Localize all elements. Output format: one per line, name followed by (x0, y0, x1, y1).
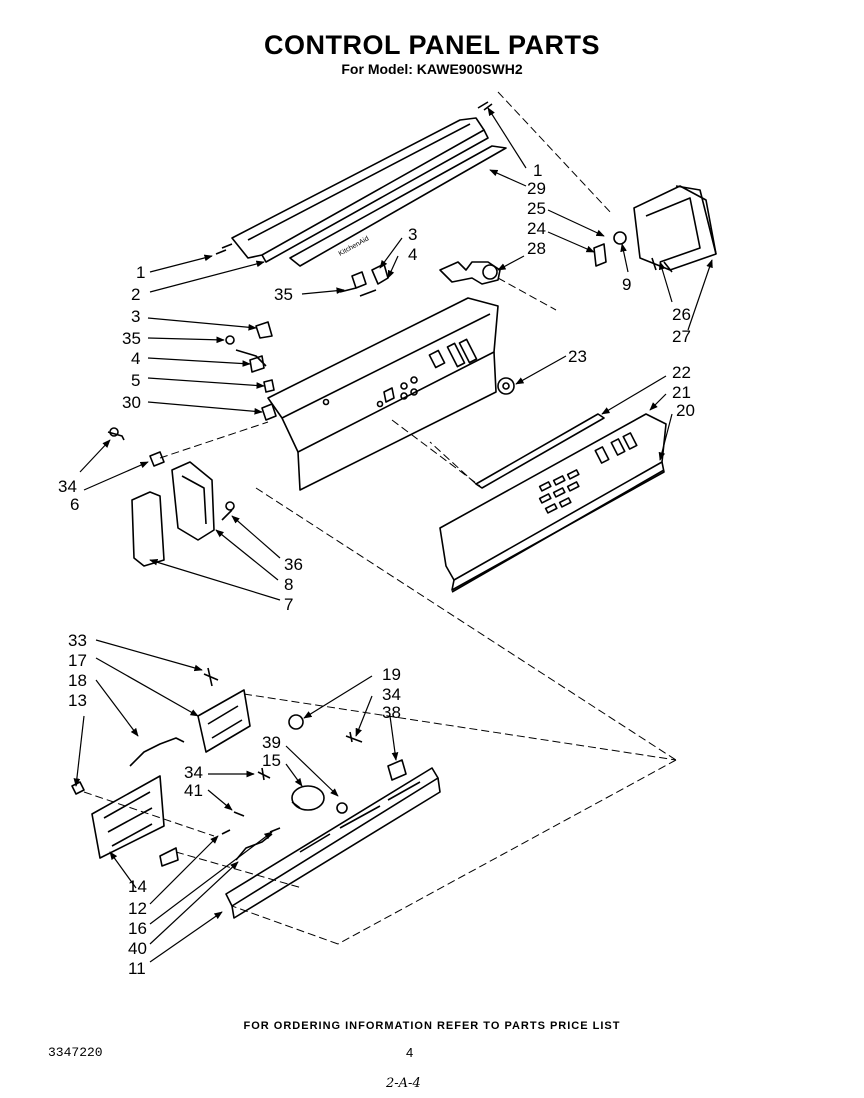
harness-lamp-socket (439, 261, 501, 285)
callout-number: 30 (122, 393, 141, 412)
callout-number: 11 (128, 959, 146, 978)
callout-number: 35 (274, 285, 293, 304)
screw-34-right (345, 731, 363, 743)
lamp-socket (221, 827, 281, 835)
callout-number: 22 (672, 363, 691, 382)
end-cap-left (131, 461, 235, 567)
document-number: 3347220 (48, 1045, 103, 1060)
callout-number: 28 (527, 239, 546, 258)
callout-number: 20 (676, 401, 695, 420)
callout-number: 8 (284, 575, 293, 594)
callout-number: 14 (128, 877, 147, 896)
callout-number: 39 (262, 733, 281, 752)
callout-number: 18 (68, 671, 87, 690)
selector-knob (497, 377, 515, 395)
callout-number: 27 (672, 327, 691, 346)
end-pin-right (477, 101, 493, 111)
callout-number: 33 (68, 631, 87, 650)
callout-leaders (73, 107, 713, 963)
top-trim-cap (231, 117, 489, 263)
callout-number: 21 (672, 383, 691, 402)
callout-number: 6 (70, 495, 79, 514)
callout-number: 34 (184, 763, 203, 782)
screw-34-lower (257, 767, 271, 781)
wire-jumper (129, 737, 185, 767)
callout-number: 3 (131, 307, 140, 326)
callout-number: 7 (284, 595, 293, 614)
standoff-clip (71, 781, 85, 795)
callout-number: 12 (128, 899, 147, 918)
callout-number: 15 (262, 751, 281, 770)
callout-numbers-top-left: 1 2 3 4 35 3 35 4 5 30 34 6 36 8 7 (58, 225, 417, 614)
switch (387, 759, 407, 781)
top-dashed-guides (159, 91, 677, 761)
end-cap-bracket-right (593, 185, 717, 273)
callout-number: 40 (128, 939, 147, 958)
trim-strip-lower (451, 469, 665, 593)
bottom-dashed-guides (83, 693, 677, 945)
light-tube (475, 413, 605, 489)
callout-number: 29 (527, 179, 546, 198)
screw-33 (203, 667, 219, 687)
screw-clip-left (107, 427, 165, 467)
washer (336, 802, 348, 814)
screw-41 (233, 811, 245, 817)
trim-strip: KitchenAid (289, 145, 507, 267)
callout-number: 25 (527, 199, 546, 218)
lamp-wire (235, 833, 273, 861)
page-number: 4 (406, 1045, 414, 1060)
ordering-info-note: FOR ORDERING INFORMATION REFER TO PARTS … (243, 1020, 621, 1032)
callout-number: 34 (382, 685, 401, 704)
callout-numbers-bottom: 33 17 18 13 19 34 38 39 15 34 41 14 12 1… (68, 631, 401, 978)
callout-number: 38 (382, 703, 401, 722)
callout-number: 4 (408, 245, 417, 264)
handwritten-code: 2-A-4 (386, 1076, 421, 1091)
callout-number: 3 (408, 225, 417, 244)
callout-number: 34 (58, 477, 77, 496)
callout-number: 4 (131, 349, 140, 368)
callout-number: 19 (382, 665, 401, 684)
timer-motor (291, 785, 325, 811)
callout-number: 2 (131, 285, 140, 304)
callout-number: 9 (622, 275, 631, 294)
callout-number: 1 (136, 263, 145, 282)
callout-number: 17 (68, 651, 87, 670)
callout-number: 41 (184, 781, 203, 800)
callout-numbers-top-right: 1 29 25 24 28 9 26 27 23 22 21 20 (527, 161, 695, 420)
callout-number: 5 (131, 371, 140, 390)
callout-number: 36 (284, 555, 303, 574)
control-board (91, 775, 165, 859)
trim-nameplate-text: KitchenAid (338, 235, 371, 257)
mounting-rail (225, 767, 441, 919)
spacer (159, 847, 179, 867)
callout-number: 35 (122, 329, 141, 348)
callout-number: 16 (128, 919, 147, 938)
end-pin-left (215, 243, 233, 255)
bushing (288, 714, 304, 730)
model-subtitle: For Model: KAWE900SWH2 (341, 61, 523, 77)
small-terminal-parts (225, 321, 277, 421)
callout-number: 24 (527, 219, 546, 238)
small-circuit-board (197, 689, 251, 753)
page-title: CONTROL PANEL PARTS (263, 30, 601, 60)
callout-number: 23 (568, 347, 587, 366)
callout-number: 1 (533, 161, 542, 180)
callout-number: 26 (672, 305, 691, 324)
console-panel (267, 297, 499, 491)
harness-connector-pair (339, 263, 389, 297)
callout-number: 13 (68, 691, 87, 710)
